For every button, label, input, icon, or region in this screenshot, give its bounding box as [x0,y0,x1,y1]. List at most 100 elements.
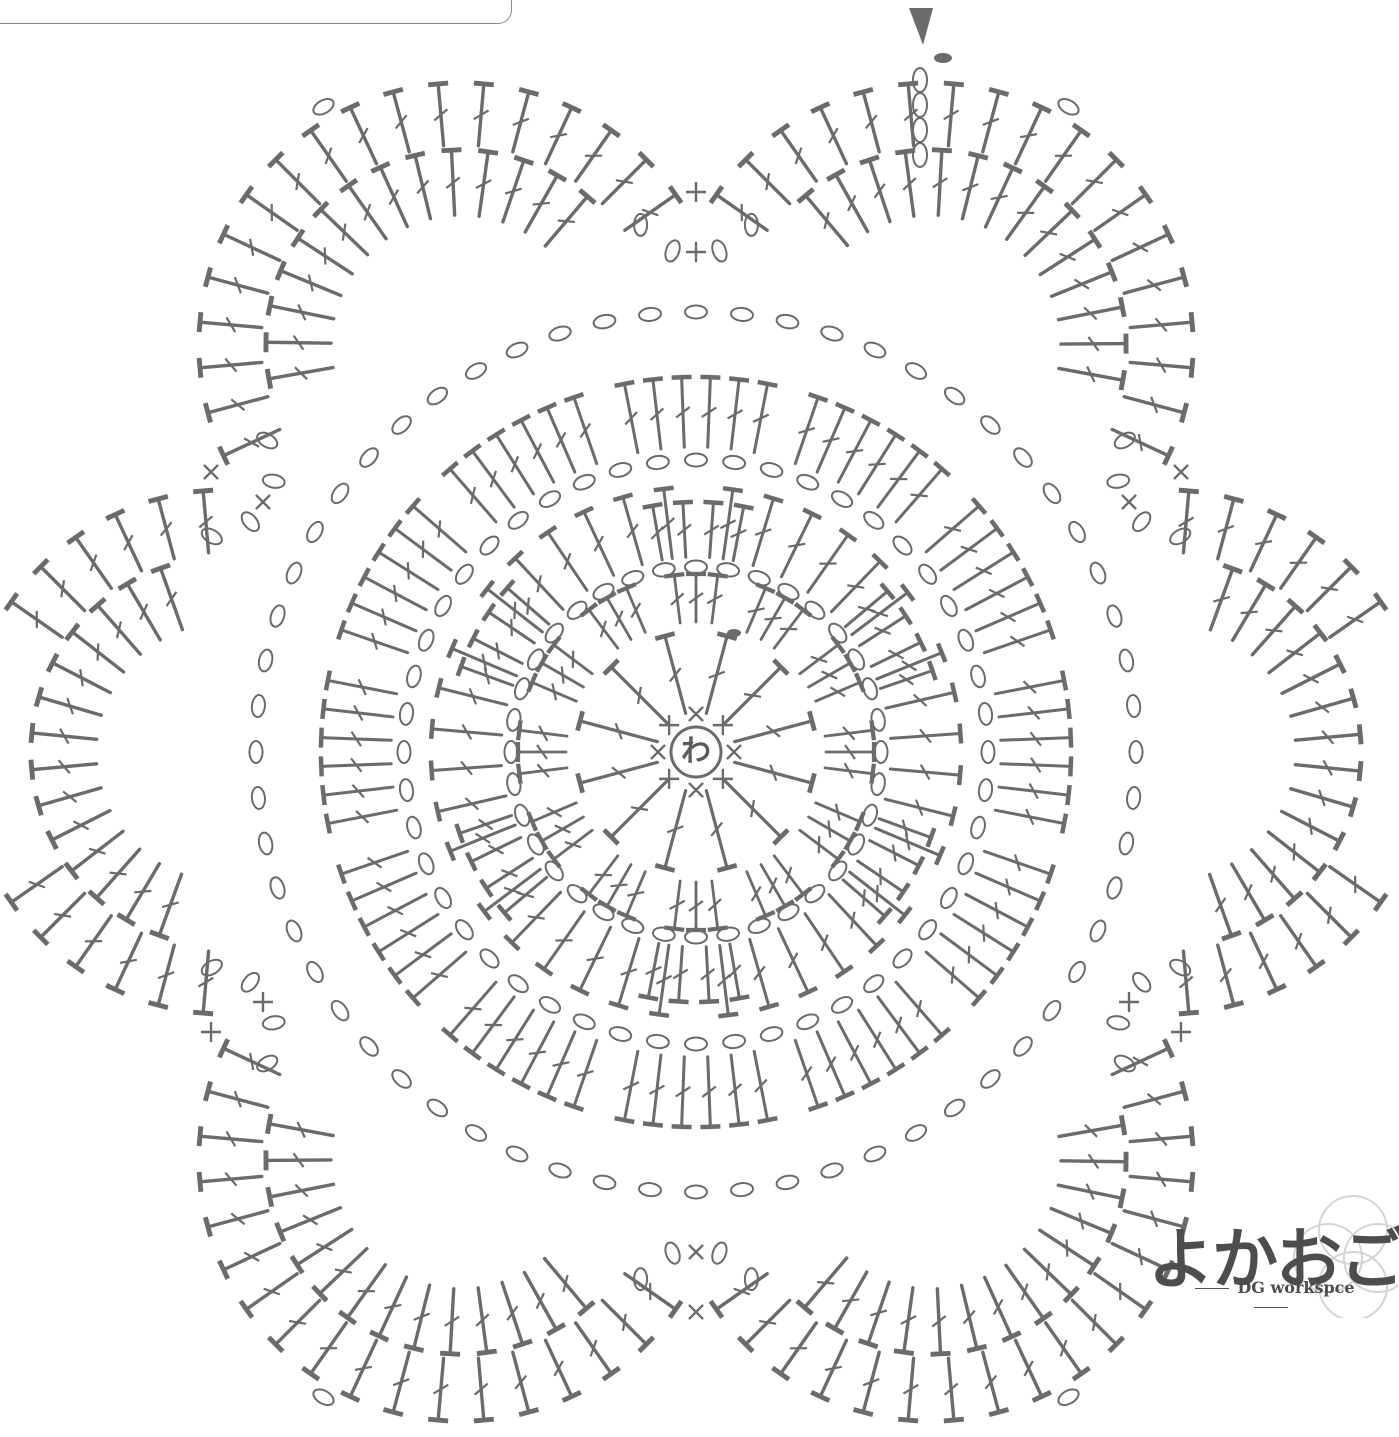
treble-stitch [508,551,563,609]
treble-stitch [602,153,653,204]
treble-stitch [36,687,101,715]
chain-stitch [452,917,476,942]
treble-stitch [373,915,438,961]
treble-stitch [540,527,587,591]
treble-stitch [267,1114,333,1137]
treble-stitch [106,510,141,570]
treble-stitch [581,856,618,900]
treble-stitch [827,170,867,232]
treble-stitch [405,153,430,219]
treble-stitch [118,864,160,925]
start-arrow-icon [909,8,933,45]
treble-stitch [1251,510,1286,570]
chain-stitch [890,946,915,971]
chain-stitch [1130,970,1154,995]
chain-stitch [389,413,414,437]
treble-stitch [706,634,736,714]
treble-stitch [488,429,534,494]
chain-stitch [1126,786,1141,809]
chain-stitch [311,1386,337,1408]
chain-stitch [1105,604,1124,629]
single-crochet-mark [249,488,277,516]
treble-stitch [36,788,101,816]
treble-stitch [954,915,1019,961]
chain-stitch [504,340,529,361]
chain-stitch [795,472,820,492]
treble-stitch [995,809,1066,833]
treble-stitch [986,164,1022,227]
treble-stitch [878,445,928,507]
chain-stitch [477,946,502,971]
treble-stitch [643,378,663,449]
chain-stitch [685,454,707,467]
treble-stitch [1295,760,1361,781]
treble-stitch [464,997,514,1059]
treble-stitch [326,810,397,833]
treble-stitch [478,869,540,919]
treble-stitch [1046,1323,1090,1380]
treble-stitch [340,180,386,239]
treble-stitch [106,933,141,993]
treble-stitch [708,881,728,930]
treble-stitch [373,544,438,590]
treble-stitch [1112,225,1172,260]
chain-stitch [592,1174,616,1191]
treble-stitch [536,912,584,975]
treble-stitch [795,1040,827,1109]
treble-stitch [241,1274,298,1318]
chain-stitch [685,1038,707,1051]
chain-stitch [861,508,886,532]
treble-stitch [436,678,506,705]
treble-stitch [700,1057,720,1127]
treble-stitch [724,660,788,724]
chain-stitch [452,562,476,587]
treble-stitch [638,943,661,999]
chain-stitch [890,533,915,558]
treble-stitch [199,1172,262,1192]
chain-stitch [199,525,225,547]
treble-stitch [1124,1082,1186,1108]
treble-stitch [954,544,1019,590]
treble-stitch [1252,600,1303,655]
treble-stitch [673,502,693,557]
treble-stitch [854,89,880,151]
treble-stitch [537,654,584,687]
chain-stitch [1066,519,1088,545]
chain-stitch [506,972,531,996]
chain-stitch [505,741,518,763]
chain-stitch [1040,998,1063,1023]
treble-stitch [431,719,502,739]
treble-stitch [338,851,407,883]
treble-stitch [1095,1274,1152,1318]
treble-stitch [995,671,1066,694]
chain-stitch [262,1015,286,1032]
treble-stitch [1307,893,1358,944]
treble-stitch [474,1358,494,1421]
treble-stitch [513,89,539,151]
inner-start-dot-icon [727,629,741,637]
treble-stitch [886,683,956,708]
treble-stitch [47,811,110,849]
treble-stitch [199,358,262,378]
chain-stitch [956,851,976,876]
treble-stitch [241,186,298,230]
treble-stitch [6,867,63,911]
treble-stitch [1095,186,1152,230]
treble-stitch [724,780,788,844]
chain-stitch [268,875,287,900]
chain-stitch [903,360,929,382]
brand-logo: よかおご DG workspce [1148,1188,1399,1318]
treble-stitch [860,607,912,645]
treble-stitch [643,504,664,560]
chain-stitch [199,956,225,978]
treble-stitch [1218,496,1244,558]
treble-stitch [729,944,750,1000]
treble-stitch [831,554,887,611]
treble-stitch [1059,297,1125,319]
treble-stitch [269,153,320,204]
treble-stitch [149,496,175,558]
treble-stitch [266,1150,331,1170]
chain-stitch [608,461,633,479]
treble-stitch [859,1010,905,1075]
treble-stitch [578,762,658,792]
